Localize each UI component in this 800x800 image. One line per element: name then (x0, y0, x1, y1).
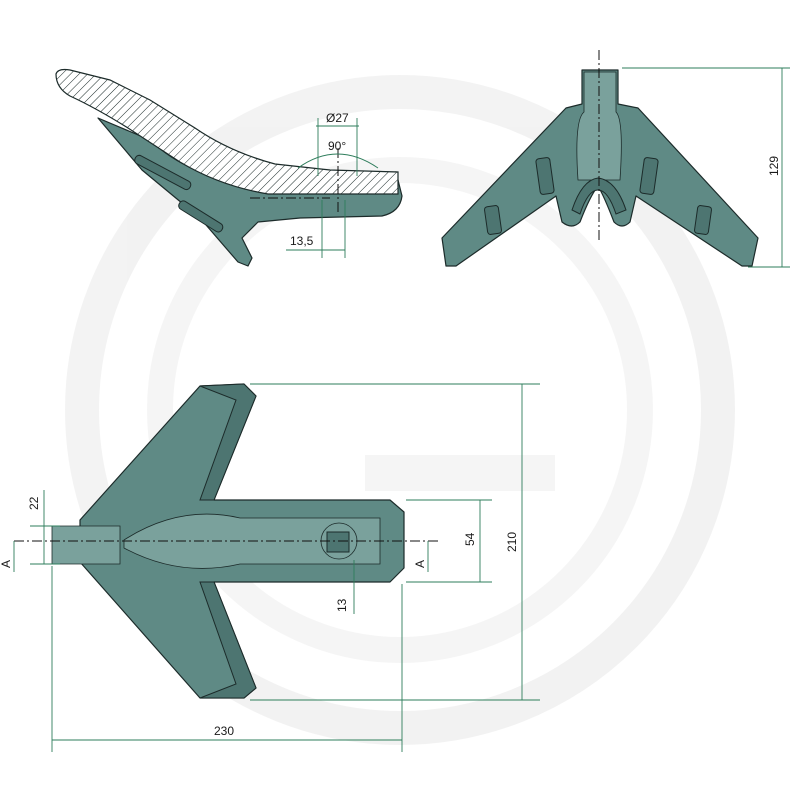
logo-watermark (65, 75, 735, 745)
section-label-left: A (0, 560, 13, 568)
front-dimensions: 129 (622, 67, 790, 268)
side-dimensions: Ø27 90° 13,5 (286, 111, 379, 258)
front-slot-1 (535, 157, 555, 195)
front-notch (571, 177, 627, 215)
shank-width-label: 54 (463, 532, 477, 546)
bore-diameter-label: Ø27 (326, 111, 349, 125)
top-upper-edge (199, 383, 257, 501)
bore-angle-label: 90° (328, 139, 346, 153)
side-section-view (55, 68, 403, 267)
top-view (14, 383, 440, 699)
front-view (441, 50, 759, 267)
side-slot-upper (134, 154, 192, 191)
top-lower-edge (199, 581, 257, 699)
top-dimensions: 22 A A 54 210 13 230 (0, 383, 540, 752)
section-label-right: A (413, 560, 427, 568)
side-offset-label: 13,5 (290, 234, 314, 248)
tip-width-label: 22 (27, 496, 41, 510)
top-mount-square (326, 531, 350, 553)
front-slot-4 (694, 205, 712, 235)
top-tip (51, 525, 121, 565)
side-section-hatch (55, 68, 399, 195)
total-length-label: 230 (214, 724, 234, 738)
front-height-label: 129 (767, 156, 781, 176)
total-width-label: 210 (505, 532, 519, 552)
hole-offset-label: 13 (335, 598, 349, 612)
front-slot-3 (484, 205, 502, 235)
side-slot-lower (178, 200, 224, 233)
front-slot-2 (639, 157, 659, 195)
